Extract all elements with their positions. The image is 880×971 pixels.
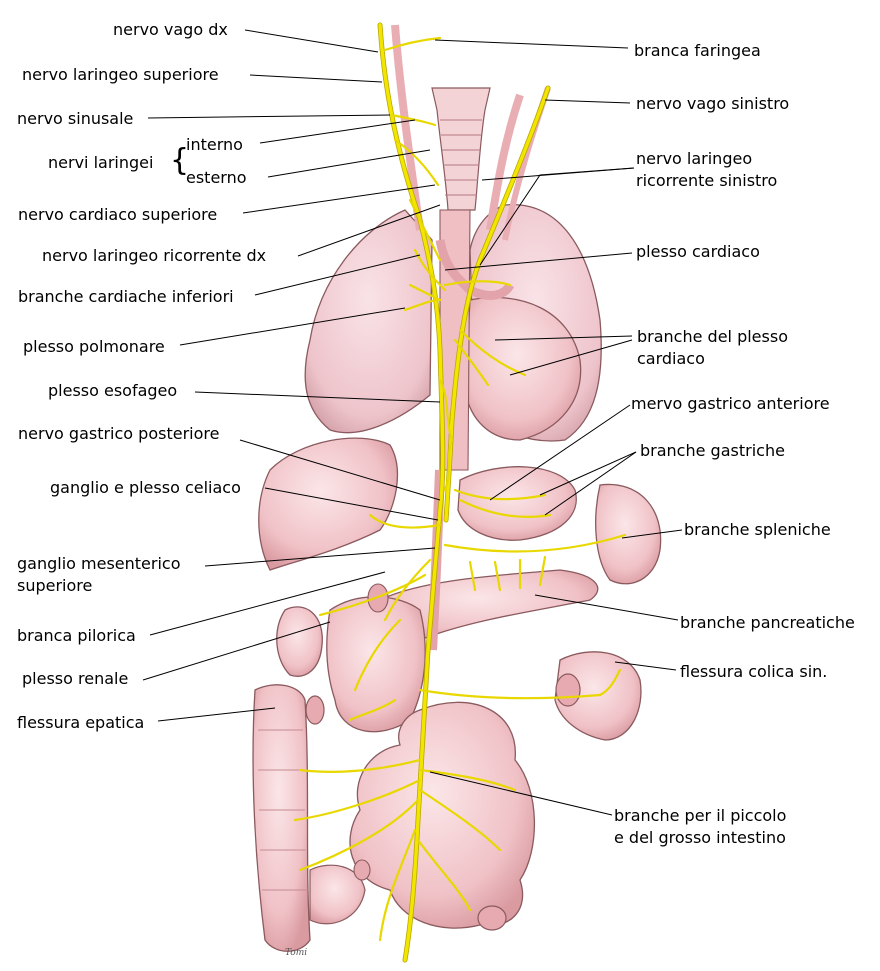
label-ganglio-mesenterico: ganglio mesenterico: [17, 554, 181, 573]
label-interno: interno: [186, 135, 243, 154]
label-branche-cardiache-inferiori: branche cardiache inferiori: [18, 287, 234, 306]
label-ricorrente-sinistro: ricorrente sinistro: [636, 171, 778, 190]
right-lung: [304, 209, 433, 434]
label-esterno: esterno: [186, 168, 247, 187]
label-branca-pilorica: branca pilorica: [17, 626, 136, 645]
label-branche-del-plesso: branche del plesso: [637, 327, 788, 346]
duodenum: [326, 596, 426, 733]
label-flessura-epatica: flessura epatica: [17, 713, 145, 732]
spleen: [595, 483, 662, 585]
label-mervo-gastrico-anteriore: mervo gastrico anteriore: [631, 394, 830, 413]
label-nervo-vago-sinistro: nervo vago sinistro: [636, 94, 790, 113]
label-grosso-intestino: e del grosso intestino: [614, 828, 786, 847]
ascending-colon: [252, 684, 311, 952]
heart: [464, 296, 582, 441]
label-nervo-sinusale: nervo sinusale: [17, 109, 134, 128]
label-branca-faringea: branca faringea: [634, 41, 761, 60]
label-nervo-gastrico-posteriore: nervo gastrico posteriore: [18, 424, 220, 443]
right-kidney: [276, 606, 323, 677]
label-cardiaco: cardiaco: [637, 349, 705, 368]
label-plesso-polmonare: plesso polmonare: [23, 337, 165, 356]
label-ganglio-mesenterico-superiore: superiore: [17, 576, 93, 595]
stomach: [457, 466, 577, 541]
right-vagus-nerve: [378, 23, 445, 962]
label-branche-spleniche: branche spleniche: [684, 520, 831, 539]
label-nervo-laringeo-superiore: nervo laringeo superiore: [22, 65, 219, 84]
artist-signature: Tomi: [285, 948, 307, 958]
small-intestine: [349, 701, 536, 929]
label-branche-per-il-piccolo: branche per il piccolo: [614, 806, 787, 825]
brace-nervi-laringei: {: [170, 143, 190, 178]
label-nervo-laringeo-ricorrente-dx: nervo laringeo ricorrente dx: [42, 246, 267, 265]
label-flessura-colica-sin: flessura colica sin.: [680, 662, 828, 681]
label-plesso-cardiaco: plesso cardiaco: [636, 242, 760, 261]
leader-lines: [142, 29, 683, 816]
larynx: [431, 87, 491, 211]
label-nervo-laringeo: nervo laringeo: [636, 149, 753, 168]
label-nervo-cardiaco-superiore: nervo cardiaco superiore: [18, 205, 218, 224]
label-nervo-vago-dx: nervo vago dx: [113, 20, 228, 39]
label-nervi-laringei: nervi laringei: [48, 153, 154, 172]
label-branche-gastriche: branche gastriche: [640, 441, 785, 460]
label-plesso-esofageo: plesso esofageo: [48, 381, 178, 400]
label-plesso-renale: plesso renale: [22, 669, 129, 688]
label-ganglio-plesso-celiaco: ganglio e plesso celiaco: [50, 478, 241, 497]
liver: [258, 437, 398, 571]
label-branche-pancreatiche: branche pancreatiche: [680, 613, 855, 632]
